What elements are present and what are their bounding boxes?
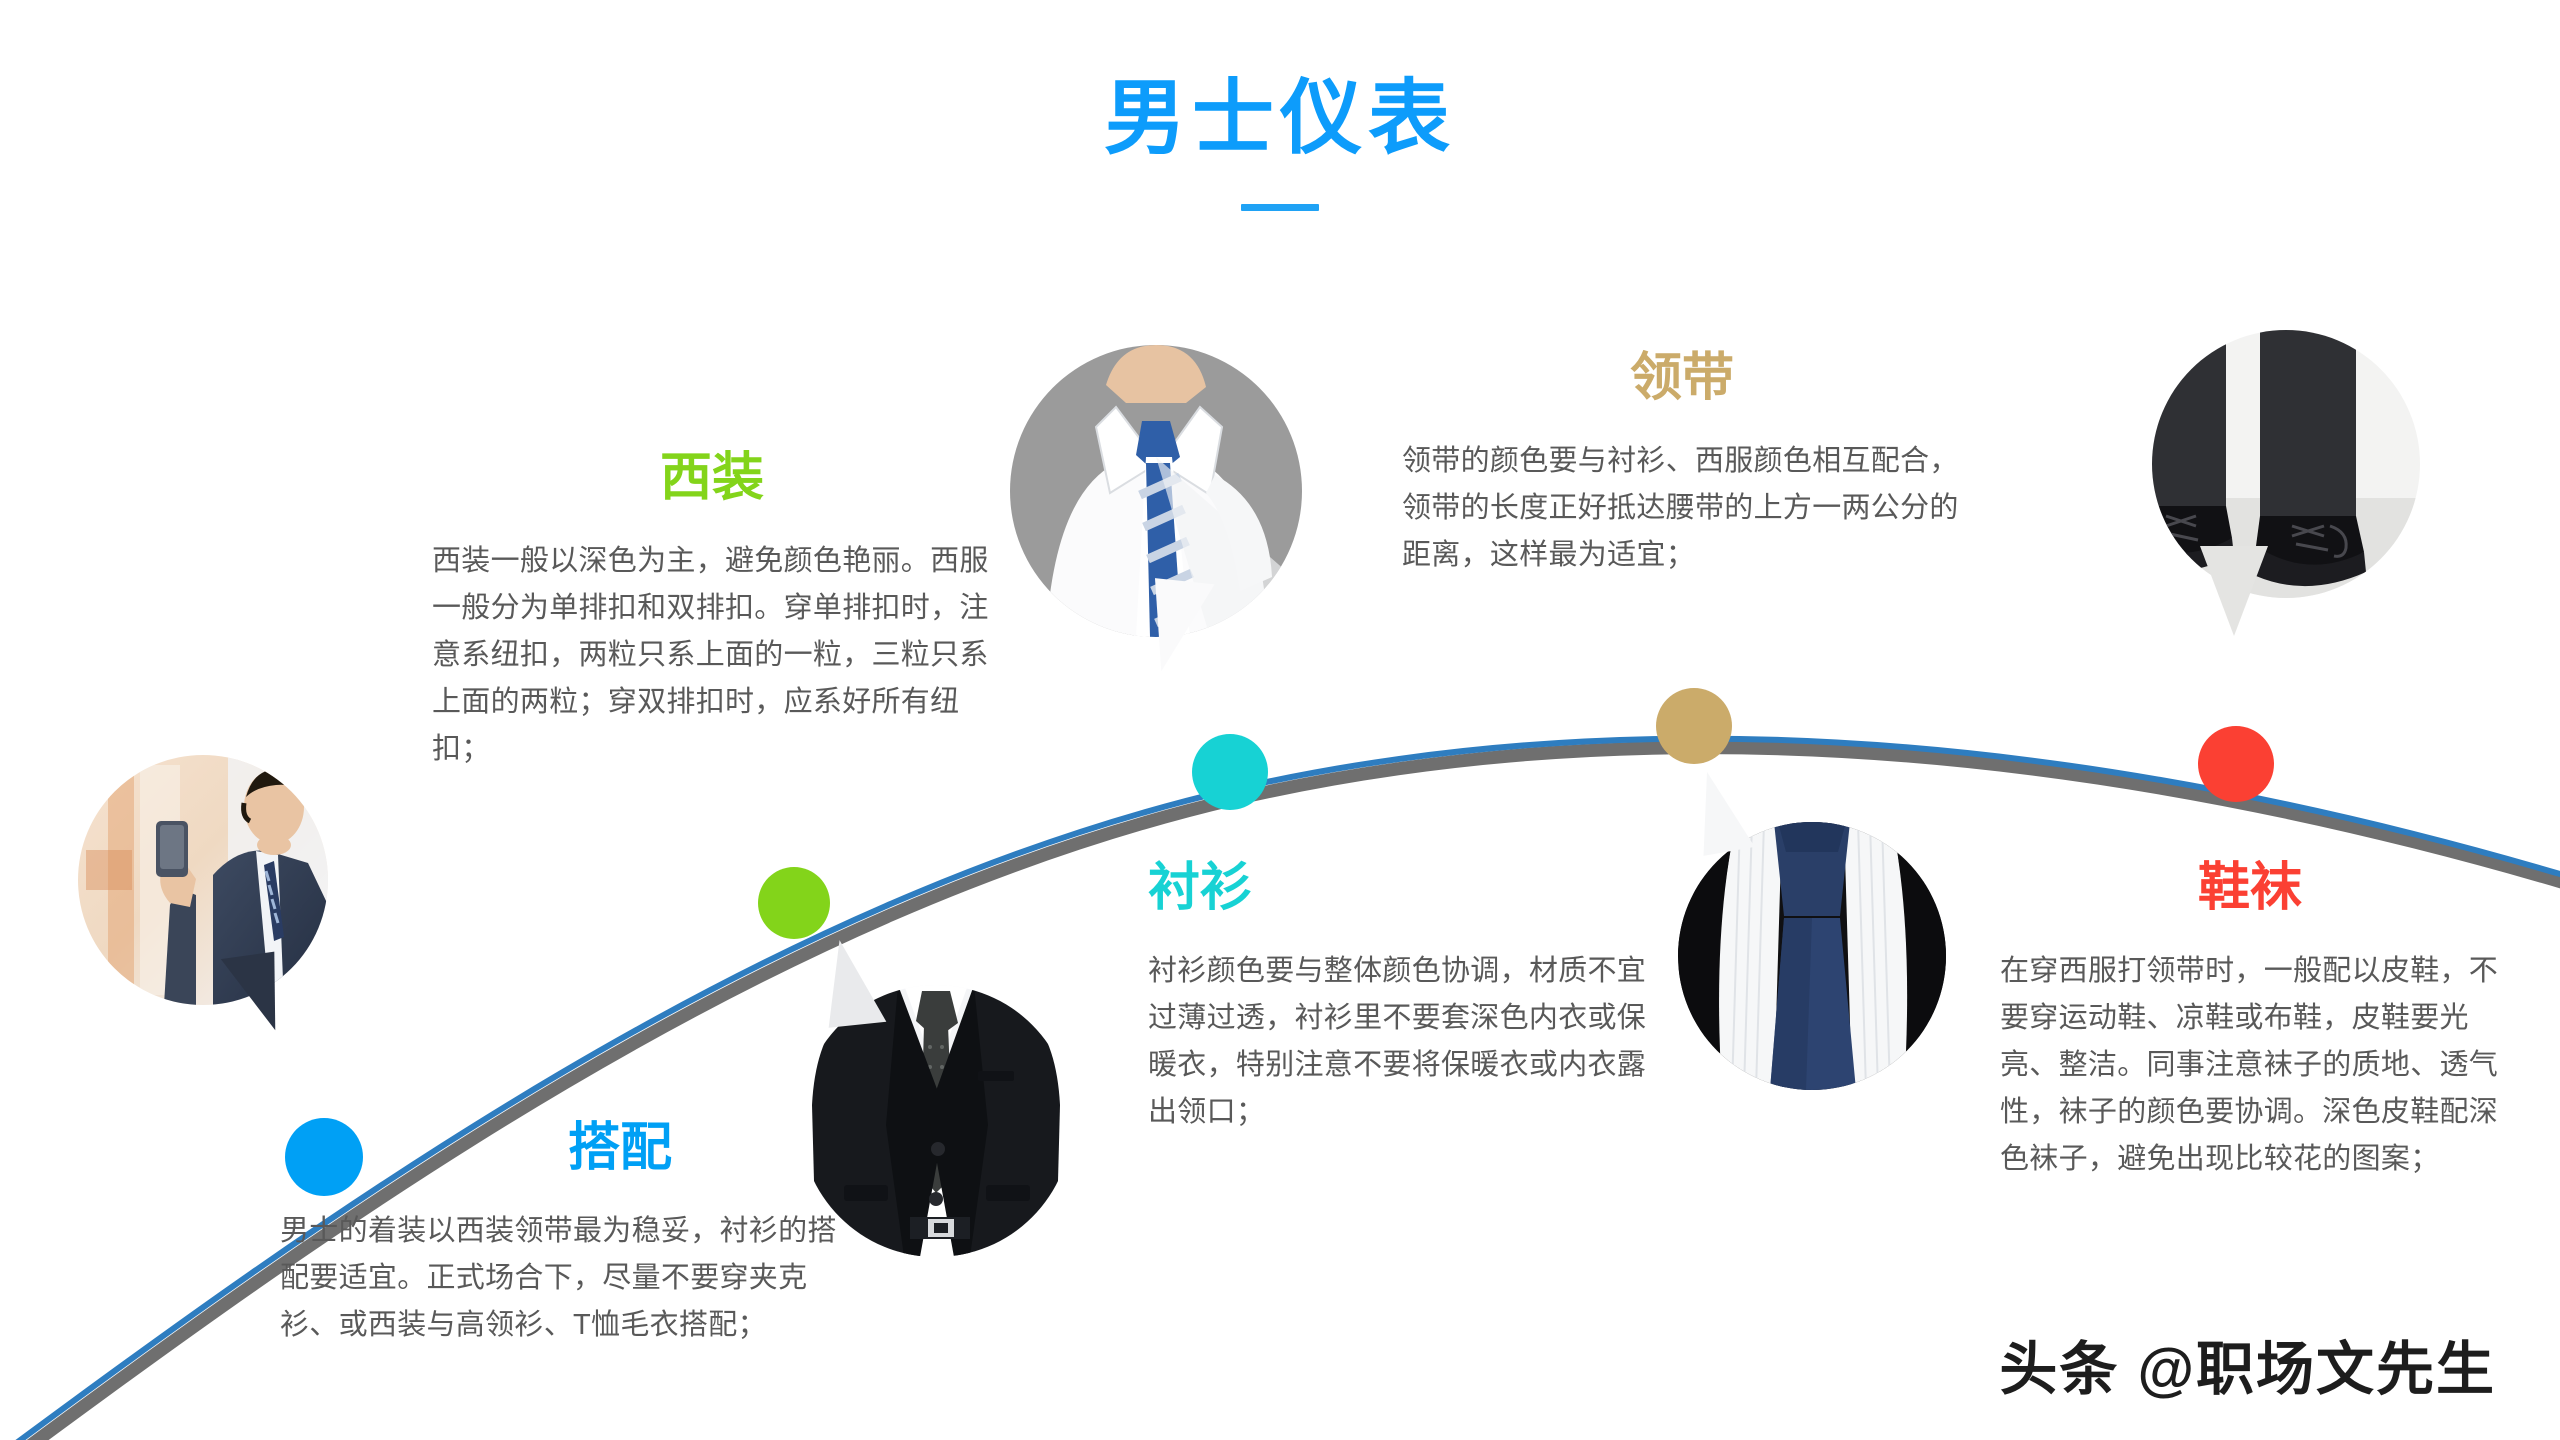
section-shirt-heading: 衬衫 (1148, 859, 1253, 917)
section-matching: 搭配 男士的着装以西装领带最为稳妥，衬衫的搭配要适宜。正式场合下，尽量不要穿夹克… (280, 1122, 840, 1349)
section-suit-heading: 西装 (659, 449, 764, 507)
marker-dot-shoes[interactable] (2198, 726, 2274, 802)
shoes-photo (2152, 330, 2420, 636)
section-shirt: 衬衫 衬衫颜色要与整体颜色协调，材质不宜过薄过透，衬衫里不要套深色内衣或保暖衣，… (1148, 862, 1658, 1136)
navy-tie-photo-disc (1678, 822, 1946, 1090)
shoes-photo-disc (2152, 330, 2420, 598)
section-suit: 西装 西装一般以深色为主，避免颜色艳丽。西服一般分为单排扣和双排扣。穿单排扣时，… (432, 452, 992, 773)
section-tie-body: 领带的颜色要与衬衫、西服颜色相互配合，领带的长度正好抵达腰带的上方一两公分的距离… (1402, 445, 1959, 571)
marker-dot-shirt[interactable] (1192, 734, 1268, 810)
shoes-photo-tail (2200, 546, 2268, 636)
black-suit-photo-tail (819, 936, 887, 1028)
navy-tie-photo (1678, 766, 1946, 1090)
black-suit-photo-disc (800, 985, 1072, 1257)
navy-tie-photo-tail (1689, 766, 1755, 856)
section-matching-body: 男士的着装以西装领带最为稳妥，衬衫的搭配要适宜。正式场合下，尽量不要穿夹克衫、或… (280, 1215, 837, 1341)
watermark: 头条 @职场文先生 (1999, 1337, 2496, 1402)
section-shoes: 鞋袜 在穿西服打领带时，一般配以皮鞋，不要穿运动鞋、凉鞋或布鞋，皮鞋要光亮、整洁… (2000, 862, 2500, 1183)
section-tie: 领带 领带的颜色要与衬衫、西服颜色相互配合，领带的长度正好抵达腰带的上方一两公分… (1402, 352, 1962, 579)
shirt-tie-photo-tail (1145, 578, 1215, 676)
section-shoes-heading: 鞋袜 (2197, 859, 2302, 917)
section-matching-heading: 搭配 (567, 1119, 672, 1177)
title-underline (1241, 204, 1319, 211)
section-tie-heading: 领带 (1629, 349, 1734, 407)
businessman-photo-disc (78, 755, 328, 1005)
black-suit-photo (800, 936, 1072, 1257)
businessman-photo (78, 755, 328, 1037)
shirt-tie-photo (1010, 345, 1302, 676)
section-shoes-body: 在穿西服打领带时，一般配以皮鞋，不要穿运动鞋、凉鞋或布鞋，皮鞋要光亮、整洁。同事… (2000, 955, 2499, 1175)
page-title-block: 男士仪表 (0, 78, 2560, 211)
marker-dot-suit[interactable] (758, 867, 830, 939)
marker-dot-tie[interactable] (1656, 688, 1732, 764)
section-suit-body: 西装一般以深色为主，避免颜色艳丽。西服一般分为单排扣和双排扣。穿单排扣时，注意系… (432, 545, 989, 765)
businessman-photo-tail (220, 951, 286, 1037)
page-title: 男士仪表 (1103, 73, 1456, 164)
marker-dot-matching[interactable] (285, 1118, 363, 1196)
section-shirt-body: 衬衫颜色要与整体颜色协调，材质不宜过薄过透，衬衫里不要套深色内衣或保暖衣，特别注… (1148, 955, 1647, 1128)
